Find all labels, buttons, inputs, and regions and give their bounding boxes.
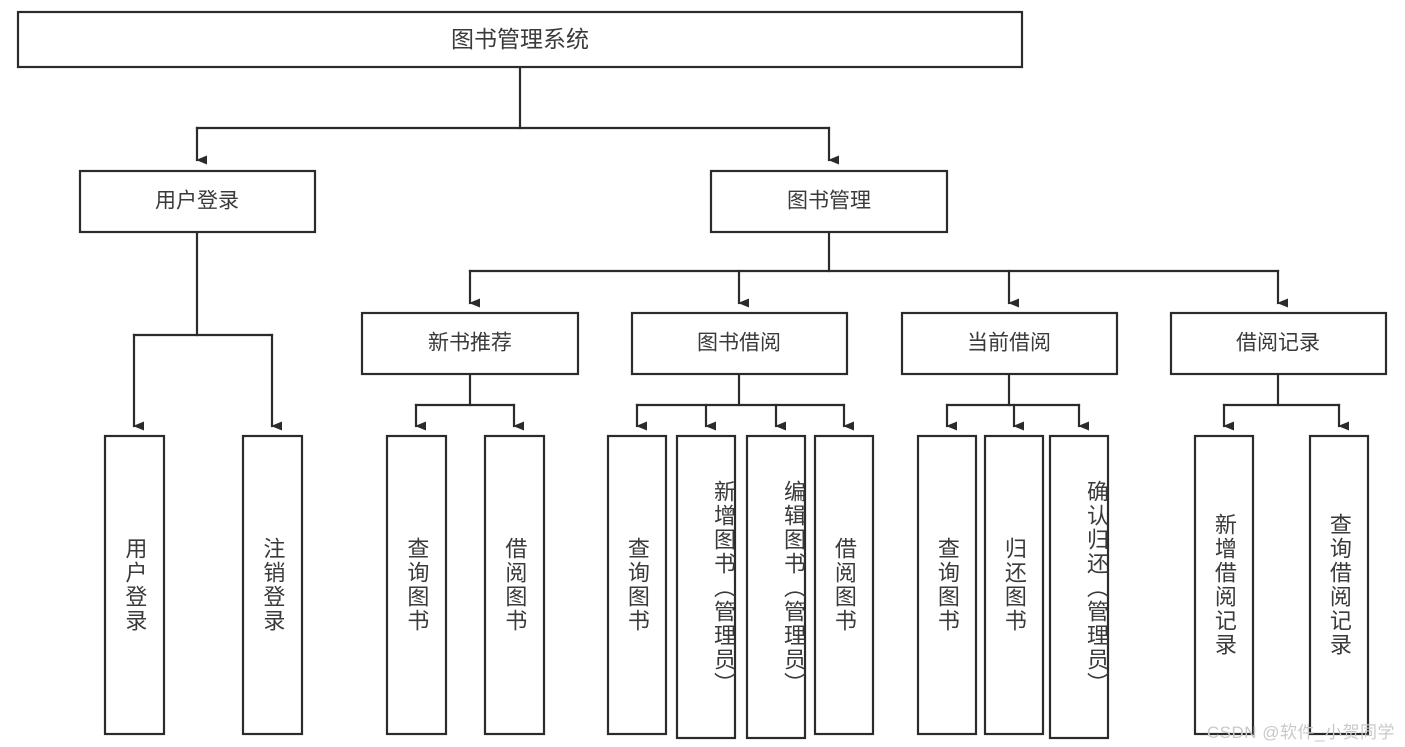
leaf-current-borrow-2[interactable] <box>1048 434 1110 740</box>
label-current-borrow: 当前借阅 <box>967 332 1051 355</box>
label-user-login: 用户登录 <box>155 190 239 213</box>
label-book-borrow: 图书借阅 <box>697 332 781 355</box>
node-book-management[interactable] <box>709 169 949 234</box>
node-current-borrow[interactable] <box>900 311 1119 376</box>
leaf-book-borrow-1[interactable] <box>675 434 737 740</box>
node-borrow-record[interactable] <box>1169 311 1388 376</box>
connector-root-to-level2 <box>195 65 839 165</box>
label-new-book-recommend: 新书推荐 <box>428 332 512 355</box>
leaf-current-borrow-1[interactable] <box>983 434 1045 736</box>
leaf-book-borrow-0[interactable] <box>606 434 668 736</box>
node-root-library-system[interactable] <box>16 10 1024 69</box>
csdn-watermark: CSDN @软件_小贺同学 <box>1206 723 1395 742</box>
node-user-login[interactable] <box>78 169 317 234</box>
label-borrow-record: 借阅记录 <box>1236 332 1320 355</box>
leaf-new-book-rec-0[interactable] <box>385 434 448 736</box>
node-book-borrow[interactable] <box>630 311 849 376</box>
connector-currentborrow-to-leaves <box>945 372 1089 431</box>
leaf-borrow-record-0[interactable] <box>1193 434 1255 736</box>
leaf-borrow-record-1[interactable] <box>1308 434 1370 736</box>
connector-newbook-to-leaves <box>414 372 524 431</box>
label-root-library-system: 图书管理系统 <box>451 26 589 52</box>
leaf-user-login-1[interactable] <box>241 434 304 736</box>
node-new-book-recommend[interactable] <box>360 311 580 376</box>
leaf-current-borrow-0[interactable] <box>916 434 978 736</box>
leaf-new-book-rec-1[interactable] <box>483 434 546 736</box>
connector-bookmgmt-to-level3 <box>468 230 1288 308</box>
connector-record-to-leaves <box>1222 372 1349 431</box>
connector-userlogin-to-leaves <box>132 230 282 431</box>
connector-borrow-to-leaves <box>635 372 854 431</box>
leaf-book-borrow-2[interactable] <box>745 434 807 740</box>
leaf-user-login-0[interactable] <box>103 434 166 736</box>
label-book-management: 图书管理 <box>787 190 871 213</box>
leaf-book-borrow-3[interactable] <box>813 434 875 736</box>
